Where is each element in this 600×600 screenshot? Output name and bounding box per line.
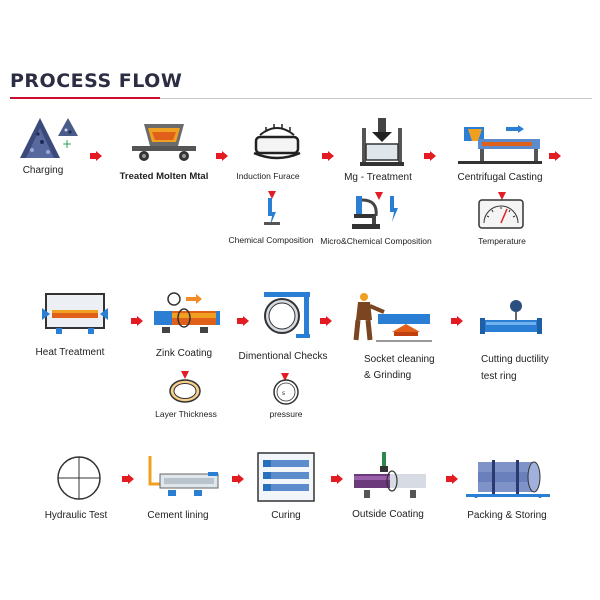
down-arrow-icon (375, 187, 383, 200)
socket-cleaning-label-2: & Grinding (364, 370, 412, 381)
coating-ring-icon (168, 378, 202, 404)
hydraulic-test-label: Hydraulic Test (44, 510, 108, 521)
right-arrow-icon (237, 313, 249, 326)
charging-label: Charging (22, 165, 64, 176)
layer-thickness-label: Layer Thickness (155, 409, 217, 419)
curing-chamber-icon (257, 452, 315, 502)
worker-grinding-icon (352, 292, 434, 344)
right-arrow-icon (446, 471, 458, 484)
right-arrow-icon (122, 471, 134, 484)
dimentional-checks-label: Dimentional Checks (238, 351, 328, 362)
hydraulic-test-gauge-icon (56, 455, 102, 501)
induction-furnace-label: Induction Furace (236, 171, 300, 181)
temperature-gauge-icon (478, 199, 524, 229)
centrifugal-casting-label: Centrifugal Casting (457, 172, 543, 183)
down-arrow-icon (181, 366, 189, 379)
outside-coating-label: Outside Coating (352, 509, 424, 520)
down-arrow-icon (268, 186, 276, 199)
temperature-label: Temperature (478, 236, 526, 246)
title-underline (160, 97, 592, 99)
down-arrow-icon (281, 368, 289, 381)
right-arrow-icon (331, 471, 343, 484)
outside-coating-pipe-icon (352, 452, 428, 500)
pressure-ring-icon: s (272, 378, 300, 406)
micro-chemical-label: Micro&Chemical Composition (320, 236, 432, 246)
microscope-icon (350, 194, 404, 232)
ductility-test-pipe-icon (480, 298, 542, 344)
zink-coating-label: Zink Coating (155, 348, 213, 359)
right-arrow-icon (451, 313, 463, 326)
packing-storing-label: Packing & Storing (467, 510, 547, 521)
page-title: PROCESS FLOW (10, 70, 183, 92)
right-arrow-icon (131, 313, 143, 326)
cement-lining-label: Cement lining (147, 510, 209, 521)
pipe-gauge-clamp-icon (262, 290, 312, 342)
right-arrow-icon (216, 148, 228, 161)
right-arrow-icon (320, 313, 332, 326)
pipe-bundle-icon (466, 456, 550, 500)
right-arrow-icon (549, 148, 561, 161)
mg-treatment-label: Mg - Treatment (344, 172, 412, 183)
treated-molten-label: Treated Molten Mtal (119, 171, 209, 182)
heat-treatment-label: Heat Treatment (35, 347, 105, 358)
spectrometer-probe-icon (260, 198, 284, 228)
pressure-label: pressure (269, 409, 303, 419)
curing-label: Curing (271, 510, 301, 521)
svg-text:+: + (62, 137, 72, 151)
chemical-composition-label: Chemical Composition (228, 235, 314, 245)
ladle-cart-icon (130, 120, 198, 164)
induction-furnace-icon (252, 123, 302, 163)
down-arrow-icon (498, 187, 506, 200)
title-underline-accent (10, 97, 160, 99)
cutting-ductility-label-2: test ring (481, 371, 517, 382)
cutting-ductility-label: Cutting ductility (481, 354, 549, 365)
socket-cleaning-label: Socket cleaning (364, 354, 435, 365)
right-arrow-icon (90, 148, 102, 161)
zink-coating-pipe-icon (152, 289, 222, 341)
centrifugal-casting-machine-icon (458, 125, 542, 165)
right-arrow-icon (232, 471, 244, 484)
svg-text:s: s (282, 390, 285, 397)
right-arrow-icon (424, 148, 436, 161)
heat-treatment-furnace-icon (42, 292, 108, 336)
ore-pile-icon: + (18, 112, 80, 162)
cement-lining-machine-icon (146, 452, 220, 498)
right-arrow-icon (322, 148, 334, 161)
mg-treatment-press-icon (360, 118, 404, 168)
